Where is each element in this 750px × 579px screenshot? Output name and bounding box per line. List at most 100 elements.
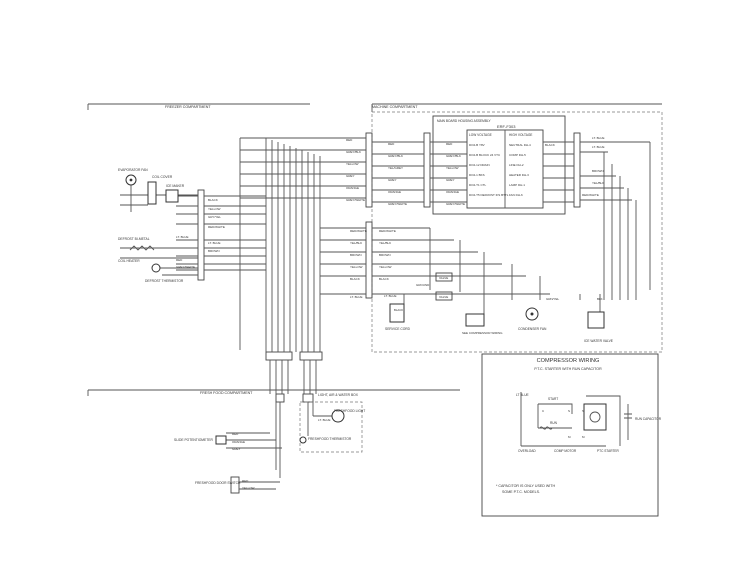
wire-label: LT. BLUE xyxy=(384,294,396,298)
slide-pot-icon xyxy=(215,435,227,445)
low-pin: DO2-12 DRAIN xyxy=(469,163,490,167)
service-cord-icon xyxy=(389,303,405,323)
wire-label: BLACK xyxy=(208,198,218,202)
valve-label: VALVE xyxy=(439,276,448,280)
terminal-letter: S xyxy=(582,409,584,413)
evaporator-fan-hub xyxy=(129,178,133,182)
run-label: RUN xyxy=(550,421,558,425)
wire-label: RED xyxy=(176,258,183,262)
wire-label: GREY/BLK xyxy=(346,150,361,154)
overload-label: OVERLOAD xyxy=(518,449,536,453)
connector-block-a xyxy=(365,132,373,208)
freezer-conn2-labels: LT. BLUE LT. BLUE BROWN RED GREY/WHITE xyxy=(176,235,220,269)
high-pin: LINE DH-2 xyxy=(509,163,524,167)
light-box xyxy=(299,401,363,453)
wire-label: GREY xyxy=(232,447,241,451)
compressor-ref-label: SEE COMPRESSOR WIRING xyxy=(462,331,503,335)
wire-label: ORANGE xyxy=(232,440,245,444)
ice-maker-label: ICE MAKER xyxy=(166,184,185,188)
main-board-housing xyxy=(432,115,566,215)
wire-label: RED/WHITE xyxy=(350,229,367,233)
wire-label: BLACK xyxy=(545,143,555,147)
freshfood-light-icon xyxy=(331,409,345,423)
note-line-1: * CAPACITOR IS ONLY USED WITH xyxy=(496,484,555,488)
compressor-title: COMPRESSOR WIRING xyxy=(537,358,600,364)
light-box-label: LIGHT, AIR & WATER BOX xyxy=(318,393,359,397)
terminal-letter: M xyxy=(568,435,571,439)
black-label: BLACK xyxy=(394,308,403,312)
wire-label: LT. BLUE xyxy=(176,235,188,239)
freshfood-light-label: FRESHFOOD LIGHT xyxy=(334,409,365,413)
terminal-letter: M xyxy=(582,435,585,439)
condenser-fan-hub xyxy=(530,312,534,316)
wire-label: YELLOW xyxy=(346,162,359,166)
coil-heater-icon xyxy=(129,245,155,251)
wire-label: GREY xyxy=(388,178,397,182)
wire-label: YELLOW xyxy=(350,265,363,269)
start-label: START xyxy=(548,397,558,401)
high-pin: NEUTRAL DH-4 xyxy=(509,143,531,147)
lt-blue-label: LT BLUE xyxy=(516,393,529,397)
main-board-label: MAIN BOARD HOUSING ASSEMBLY xyxy=(437,119,491,123)
board-name: ERF-F303 xyxy=(497,124,516,129)
wire-label: YELLOW xyxy=(208,207,221,211)
coil-cover-icon xyxy=(147,181,157,205)
connector-block-d xyxy=(365,221,373,299)
compressor-circuit xyxy=(520,392,629,447)
wire-label: YELLOW xyxy=(446,166,459,170)
ff-connector-d xyxy=(302,393,314,403)
wire-label: GRY/YEL xyxy=(208,215,221,219)
wire-label: GREY/WHITE xyxy=(176,265,195,269)
wire-label: RED xyxy=(232,432,239,436)
wire-label: BROWN xyxy=(592,169,604,173)
wire-label: LT. BLUE xyxy=(592,136,604,140)
wire-label: GREY xyxy=(446,178,455,182)
low-pin: DO2-B Y8V xyxy=(469,143,485,147)
ptc-element-icon xyxy=(589,411,601,423)
wire-label: RED/WHITE xyxy=(208,225,225,229)
wire-label: YELLOW xyxy=(242,486,255,490)
run-capacitor-icon xyxy=(624,413,632,419)
compressor-ref-icon xyxy=(465,313,485,327)
wire-label: GREY/BLK xyxy=(446,154,461,158)
slide-pot-label: SLIDE POTENTIOMETER xyxy=(174,438,213,442)
ptc-label: PTC STARTER xyxy=(597,449,620,453)
mid-labels: RED/WHITE YEL/BLK BROWN YELLOW BLACK LT.… xyxy=(350,229,396,299)
compressor-subtitle: P.T.C. STARTER WITH RUN CAPACITOR xyxy=(534,367,602,371)
ice-water-valve-icon xyxy=(587,311,605,329)
low-voltage-pins: DO2-B Y8V DO2-B BLOCK 24 VTC DO2-12 DRAI… xyxy=(469,143,509,197)
wire-label: GREY/WHITE xyxy=(388,202,407,206)
wire-label: BROWN xyxy=(350,253,362,257)
wire-label: YEL/BLK xyxy=(379,241,391,245)
wire-label: LT. BLUE xyxy=(208,241,220,245)
terminal-letter: S xyxy=(568,409,570,413)
wire-label: RED xyxy=(446,142,453,146)
wire-label: YELLOW xyxy=(379,265,392,269)
freezer-label: FREEZER COMPARTMENT xyxy=(165,105,211,109)
wire-label: ORANGE xyxy=(388,190,401,194)
note-line-2: SOME P.T.C. MODELS. xyxy=(502,490,540,494)
wire-label: ORANGE xyxy=(346,186,359,190)
condenser-fan-label: CONDENSER FAN xyxy=(518,327,547,331)
defrost-thermistor-label: DEFROST THERMISTOR xyxy=(145,279,184,283)
defrost-bimetal-label: DEFROST BI-METAL xyxy=(118,237,150,241)
harness-a-labels: RED GREY/BLK YELLOW GREY ORANGE GREY/WHI… xyxy=(346,138,365,202)
ptc-starter-icon xyxy=(583,403,607,431)
freshfood-therm-label: FRESHFOOD THERMISTOR xyxy=(308,437,352,441)
machine-compartment-box xyxy=(371,111,663,353)
wire-label: YEL/GREY xyxy=(388,166,403,170)
terminal-letter: C xyxy=(542,409,545,413)
low-pin: DO2-T5 DEFROST IFS BTTL xyxy=(469,193,509,197)
wire-label: LT. BLUE xyxy=(592,145,604,149)
wire-label: RED/WHITE xyxy=(582,193,599,197)
harness-c-labels: RED GREY/BLK YELLOW GREY ORANGE GREY/WHI… xyxy=(446,142,465,206)
low-pin: DO2-T1 CTL xyxy=(469,183,487,187)
service-cord-label: SERVICE CORD xyxy=(385,327,411,331)
wire-label: GREY/WHITE xyxy=(446,202,465,206)
valve-label-2: VALVE xyxy=(439,295,448,299)
comp-motor-label: COMP MOTOR xyxy=(554,449,577,453)
low-pin: DO2-1 BKS xyxy=(469,173,485,177)
connector-block-b xyxy=(423,132,431,208)
high-voltage-pins: NEUTRAL DH-4 COMP DH-5 LINE DH-2 HEATER … xyxy=(509,143,531,197)
